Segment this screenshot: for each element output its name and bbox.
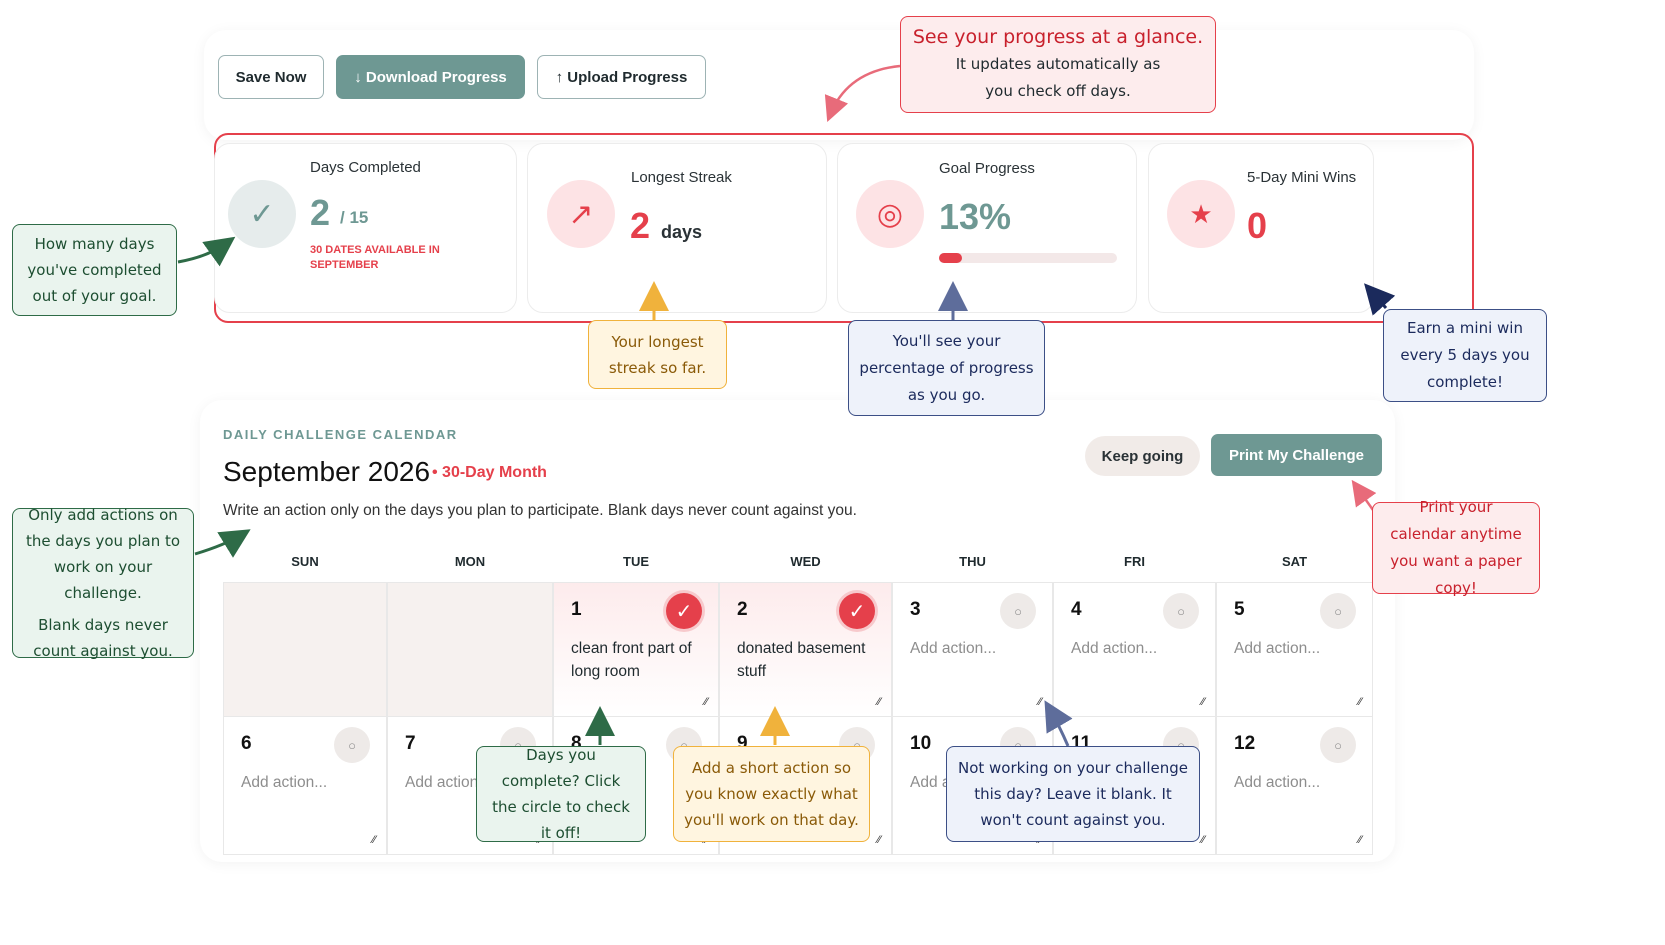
calendar-cell-empty (387, 582, 553, 717)
day-number: 2 (737, 599, 748, 620)
day-number: 3 (910, 599, 921, 620)
goal-progress-fill (939, 253, 963, 263)
callout-mini-win: Earn a mini win every 5 days you complet… (1383, 309, 1547, 402)
resize-handle-icon[interactable]: ⁄⁄ (704, 696, 708, 708)
calendar-cell-day-4[interactable]: 4 ○ Add action... ⁄⁄ (1053, 582, 1216, 717)
day-number: 12 (1234, 733, 1256, 754)
day-action-input[interactable]: Add action... (1234, 640, 1321, 657)
stat-value-days-total: / 15 (340, 208, 369, 227)
save-now-button[interactable]: Save Now (218, 55, 324, 99)
callout-percentage: You'll see your percentage of progress a… (848, 320, 1045, 416)
day-number: 8 (571, 733, 582, 754)
callout-progress-glance-title: See your progress at a glance. (912, 26, 1204, 48)
day-check-circle[interactable]: ○ (1000, 593, 1036, 629)
calendar-cell-day-2[interactable]: 2 ✓ donated basement stuff ⁄⁄ (719, 582, 892, 717)
callout-add-actions-line2: Blank days never count against you. (33, 616, 173, 660)
stat-label-goal-progress: Goal Progress (939, 160, 1035, 177)
day-action-input[interactable]: Add action... (1234, 774, 1321, 791)
day-check-circle[interactable]: ○ (1320, 727, 1356, 763)
callout-streak: Your longest streak so far. (588, 320, 727, 389)
weekday-header-thu: THU (959, 554, 986, 569)
resize-handle-icon[interactable]: ⁄⁄ (1201, 834, 1205, 846)
weekday-header-fri: FRI (1124, 554, 1145, 569)
day-action-input[interactable]: Add action... (1071, 640, 1158, 657)
day-number: 1 (571, 599, 582, 620)
stat-label-days-completed: Days Completed (310, 159, 421, 176)
resize-handle-icon[interactable]: ⁄⁄ (372, 834, 376, 846)
stat-value-longest-streak: 2 (630, 205, 651, 246)
resize-handle-icon[interactable]: ⁄⁄ (1358, 696, 1362, 708)
check-icon: ✓ (228, 180, 296, 248)
stat-value-days-completed: 2 (310, 192, 331, 233)
day-action-input[interactable]: Add action... (910, 640, 997, 657)
day-action-input[interactable]: Add action... (405, 774, 492, 791)
callout-add-actions-line1: Only add actions on the days you plan to… (25, 506, 181, 602)
day-number: 7 (405, 733, 416, 754)
day-check-circle[interactable]: ○ (334, 727, 370, 763)
star-icon: ★ (1167, 180, 1235, 248)
callout-check-off: Days you complete? Click the circle to c… (476, 746, 646, 842)
weekday-header-mon: MON (454, 554, 486, 569)
day-check-circle[interactable]: ○ (1163, 593, 1199, 629)
stat-value-mini-wins: 0 (1247, 205, 1268, 246)
upload-progress-button[interactable]: ↑ Upload Progress (537, 55, 706, 99)
weekday-header-tue: TUE (623, 554, 649, 569)
resize-handle-icon[interactable]: ⁄⁄ (1038, 696, 1042, 708)
callout-not-working: Not working on your challenge this day? … (946, 746, 1200, 842)
callout-add-actions: Only add actions on the days you plan to… (12, 506, 194, 660)
calendar-cell-day-12[interactable]: 12 ○ Add action... ⁄⁄ (1216, 717, 1373, 855)
day-number: 9 (737, 733, 748, 754)
stat-unit-days: days (661, 222, 703, 242)
weekday-header-sat: SAT (1281, 554, 1308, 569)
day-number: 6 (241, 733, 252, 754)
day-action-text[interactable]: clean front part of long room (571, 640, 692, 680)
weekday-header-sun: SUN (291, 554, 319, 569)
calendar-cell-day-3[interactable]: 3 ○Add action... ⁄⁄ (892, 582, 1053, 717)
calendar-eyebrow: DAILY CHALLENGE CALENDAR (223, 427, 458, 442)
resize-handle-icon[interactable]: ⁄⁄ (1201, 696, 1205, 708)
calendar-description: Write an action only on the days you pla… (223, 502, 857, 519)
weekday-header-wed: WED (790, 554, 821, 569)
print-my-challenge-button[interactable]: Print My Challenge (1211, 434, 1382, 476)
calendar-cell-day-6[interactable]: 6 ○ Add action... ⁄⁄ (223, 717, 387, 855)
keep-going-button[interactable]: Keep going (1085, 436, 1200, 476)
stat-value-goal-progress: 13% (939, 196, 1012, 237)
day-action-input[interactable]: Add action... (241, 774, 328, 791)
day-number: 5 (1234, 599, 1245, 620)
stat-label-longest-streak: Longest Streak (631, 169, 732, 186)
calendar-month-tag: • 30-Day Month (432, 464, 547, 481)
day-checked-icon[interactable]: ✓ (666, 593, 702, 629)
arrow-up-right-icon: ↗ (547, 180, 615, 248)
calendar-cell-day-1[interactable]: 1 ✓ clean front part of long room ⁄⁄ (553, 582, 719, 717)
stat-label-mini-wins: 5-Day Mini Wins (1247, 169, 1357, 186)
resize-handle-icon[interactable]: ⁄⁄ (1358, 834, 1362, 846)
stat-note-dates-available: 30 DATES AVAILABLE IN SEPTEMBER (310, 244, 440, 271)
callout-short-action: Add a short action so you know exactly w… (673, 746, 870, 842)
callout-print: Print your calendar anytime you want a p… (1372, 498, 1540, 597)
day-number: 10 (910, 733, 932, 754)
download-progress-button[interactable]: ↓ Download Progress (336, 55, 525, 99)
callout-days-completed: How many days you've completed out of yo… (12, 224, 177, 316)
callout-progress-glance: See your progress at a glance. It update… (900, 16, 1216, 113)
goal-progress-bar (939, 253, 1117, 263)
calendar-cell-empty (223, 582, 387, 717)
resize-handle-icon[interactable]: ⁄⁄ (877, 696, 881, 708)
day-check-circle[interactable]: ○ (1320, 593, 1356, 629)
calendar-title: September 2026 (223, 456, 431, 487)
resize-handle-icon[interactable]: ⁄⁄ (877, 834, 881, 846)
callout-progress-glance-body: It updates automatically as you check of… (955, 55, 1161, 100)
day-number: 4 (1071, 599, 1082, 620)
calendar-cell-day-5[interactable]: 5 ○ Add action... ⁄⁄ (1216, 582, 1373, 717)
day-checked-icon[interactable]: ✓ (839, 593, 875, 629)
target-icon: ◎ (856, 180, 924, 248)
day-action-text[interactable]: donated basement stuff (737, 640, 866, 680)
